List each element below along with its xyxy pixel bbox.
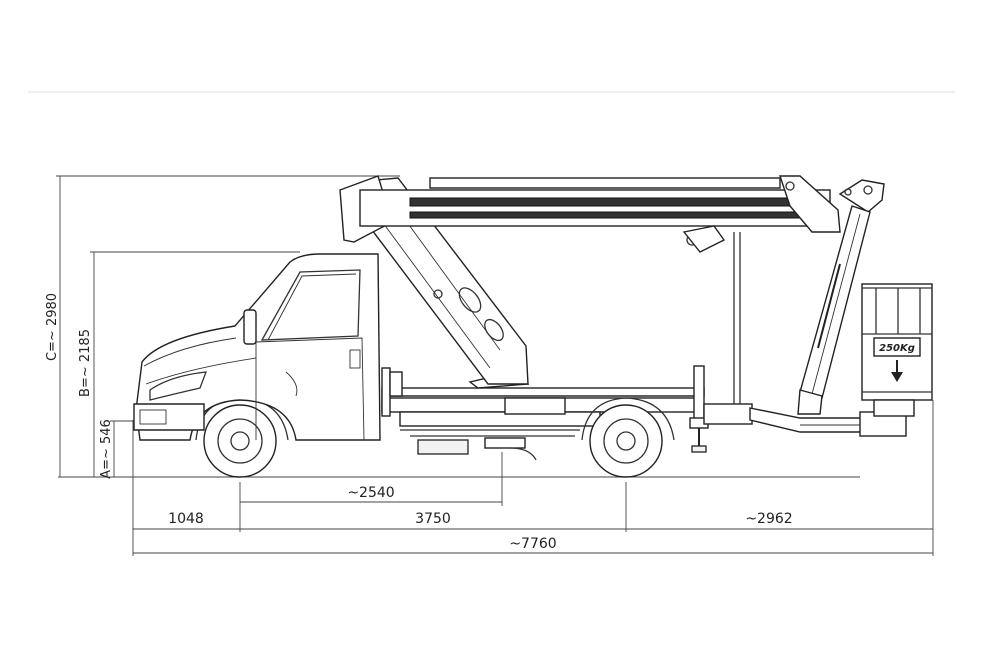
dimension-rear-overhang-label: ~2962 [745,511,792,527]
jib-arm [797,179,885,415]
dimension-c-label: C=~ 2980 [45,293,60,361]
dimension-a-label: A=~ 546 [99,419,114,479]
dimension-reach-label: ~2540 [347,485,394,501]
dimension-front-overhang-label: 1048 [168,511,204,527]
dimension-c: C=~ 2980 [45,175,400,477]
boom-assembly [339,175,841,404]
dimension-b-label: B=~ 2185 [78,329,93,397]
dimension-row-overhangs: 1048 3750 ~2962 [132,400,934,556]
dimension-b: B=~ 2185 [78,251,300,477]
dimension-reach: ~2540 [240,452,503,506]
dimension-wheelbase-label: 3750 [415,511,451,527]
basket-load-label: 250Kg [879,343,915,354]
dimension-total-length: ~7760 [133,536,933,554]
work-basket: 250Kg [861,283,933,417]
dimension-total-length-label: ~7760 [509,536,556,552]
truck-cab [133,253,381,441]
front-wheel [195,397,289,478]
rear-wheel [581,397,675,478]
